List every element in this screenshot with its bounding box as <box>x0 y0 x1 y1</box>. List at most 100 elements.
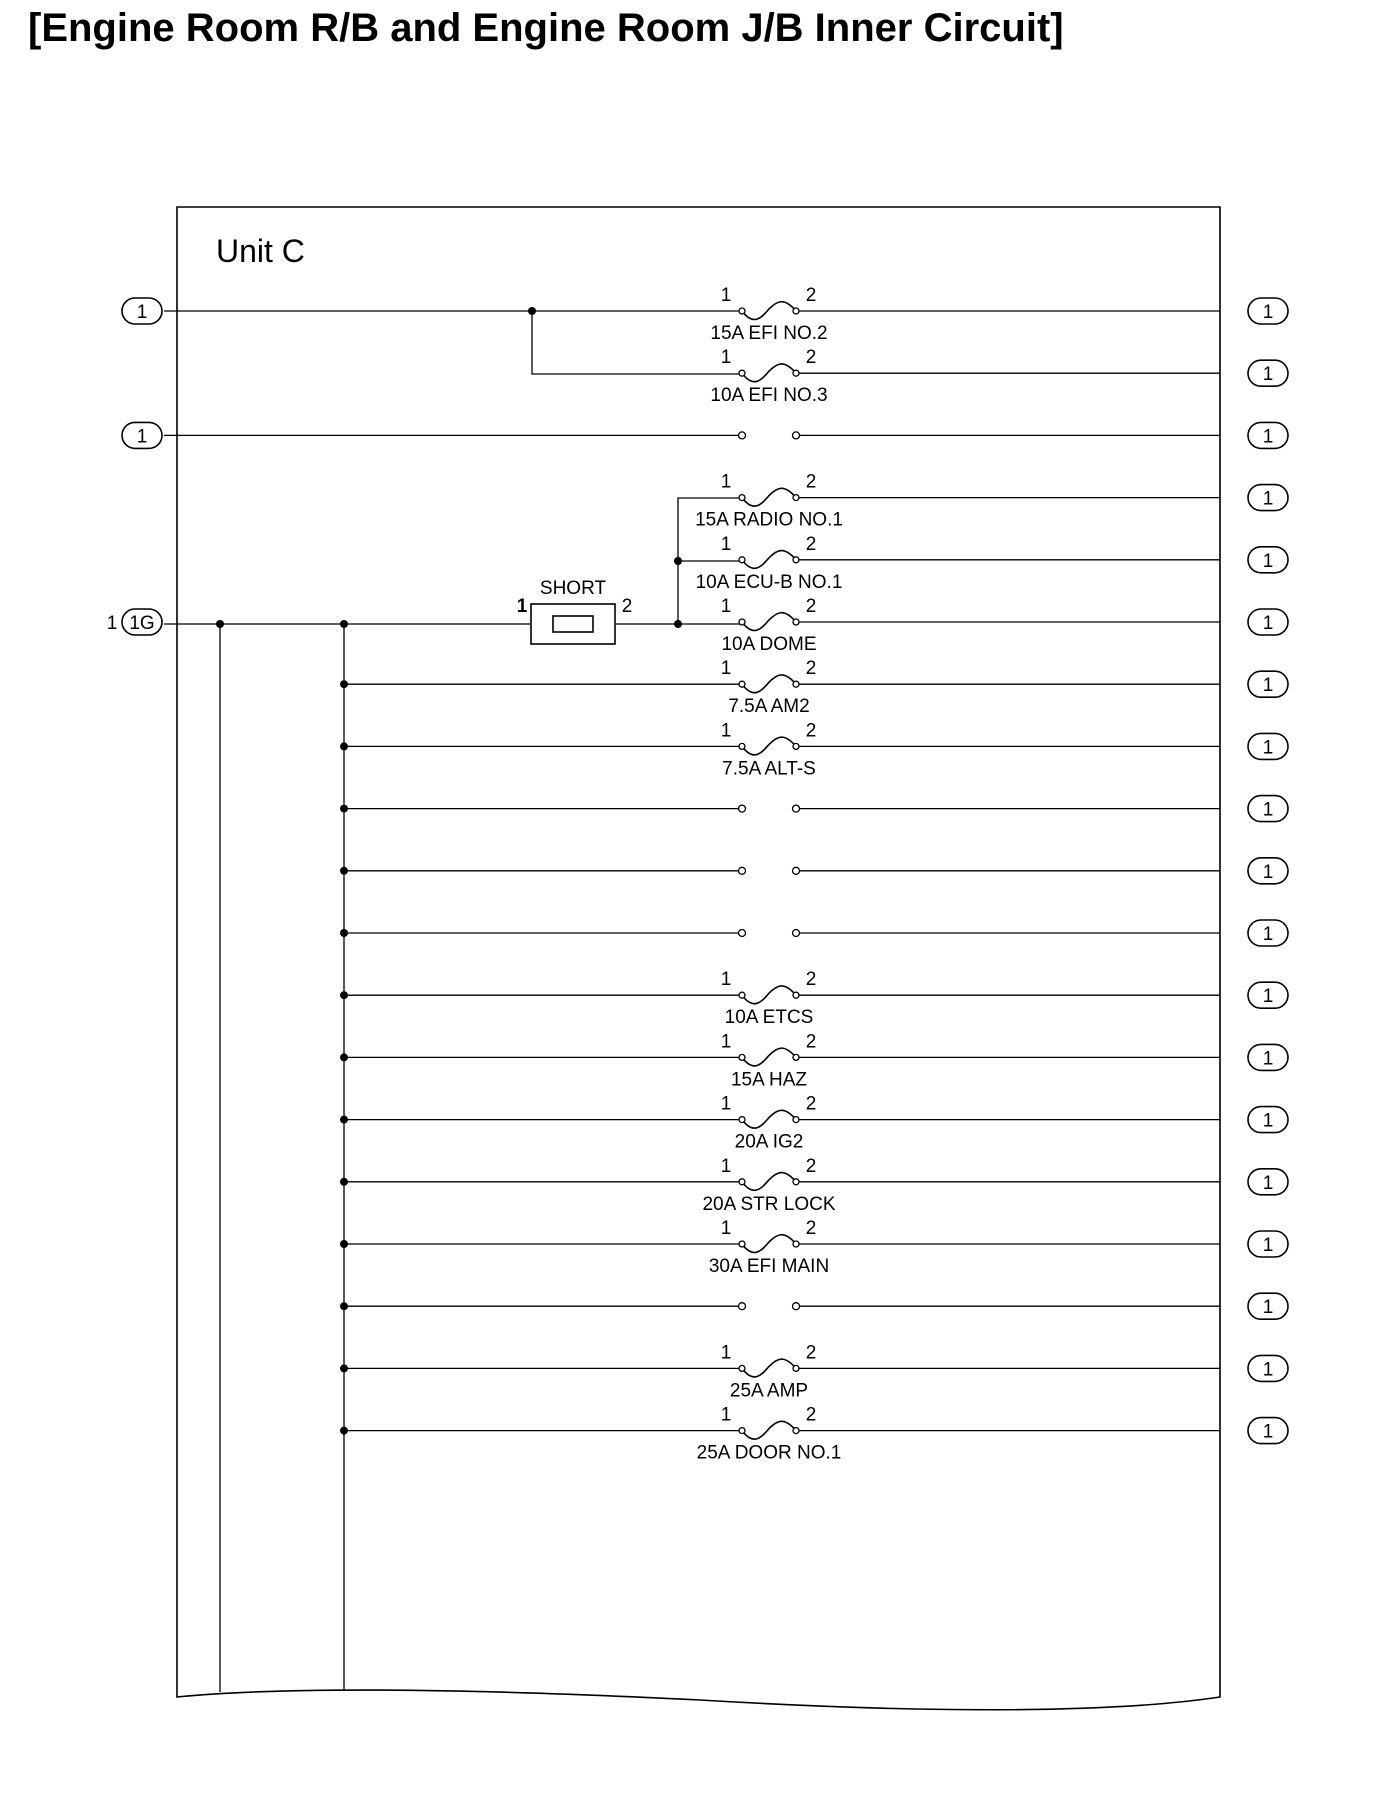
open-terminal-1 <box>737 804 747 813</box>
fuse-pin-1: 1 <box>721 347 732 368</box>
circuit-row: 1 <box>340 794 1289 823</box>
fuse-pin-1: 1 <box>721 1031 732 1052</box>
open-terminal-2 <box>791 928 801 938</box>
fuse-pin-1: 1 <box>721 1405 732 1426</box>
fuse-pin-2: 2 <box>806 1156 817 1177</box>
fuse-pin-1: 1 <box>721 534 732 555</box>
bus-junction-right <box>340 620 348 628</box>
fuse-terminal-2 <box>792 556 800 564</box>
fuse-pin-2: 2 <box>806 596 817 617</box>
fuse-element <box>741 549 797 570</box>
right-connector-label: 1 <box>1263 924 1274 945</box>
right-connector-label: 1 <box>1263 364 1274 385</box>
right-connector-label: 1 <box>1263 489 1274 510</box>
bus-tap-junction <box>340 1240 348 1248</box>
open-terminal-2 <box>791 804 801 813</box>
right-connector-outline <box>1247 545 1289 574</box>
fuse-pin-2: 2 <box>806 1031 817 1052</box>
fuse-pin-2: 2 <box>806 658 817 679</box>
left-connector-label: 1G <box>129 613 154 634</box>
fuse-terminal-2 <box>792 1364 800 1373</box>
fuse-terminal-1 <box>738 1178 746 1186</box>
fuse-terminal-1 <box>738 680 746 688</box>
right-connector-label: 1 <box>1263 1048 1274 1069</box>
unit-box <box>176 206 1221 1711</box>
right-connector-outline <box>1247 1230 1289 1258</box>
fuse-element <box>741 300 797 321</box>
fuse-terminal-2 <box>792 1240 800 1248</box>
bus-tap-junction <box>340 1426 348 1435</box>
fuse-pin-1: 1 <box>721 969 732 990</box>
unit-label: Unit C <box>216 233 305 269</box>
fuse-element <box>741 736 797 756</box>
fuse-terminal-2 <box>792 680 800 688</box>
fuse-pin-2: 2 <box>806 472 817 493</box>
right-connector-label: 1 <box>1263 302 1274 323</box>
open-terminal-2 <box>791 1302 801 1311</box>
right-connector-label: 1 <box>1263 800 1274 821</box>
fuse-label: 20A STR LOCK <box>702 1194 835 1215</box>
bus-tap-junction <box>340 742 348 751</box>
fuse-pin-2: 2 <box>806 1218 817 1239</box>
circuit-row: 1 <box>340 1292 1289 1320</box>
fuse-pin-1: 1 <box>721 1218 732 1239</box>
short-pin-body <box>530 603 616 645</box>
right-connector-outline <box>1247 856 1289 885</box>
bus-tap-junction <box>340 866 348 875</box>
right-connector-outline <box>1247 732 1289 761</box>
right-connector-outline <box>1247 421 1289 450</box>
right-connector-label: 1 <box>1263 737 1274 758</box>
fuse-terminal-1 <box>738 493 746 502</box>
fuse-terminal-1 <box>738 1364 746 1373</box>
fuse-pin-1: 1 <box>721 596 732 617</box>
right-connector-outline <box>1247 359 1289 388</box>
bus-tap-junction <box>340 1364 348 1373</box>
right-connector-label: 1 <box>1263 1359 1274 1380</box>
right-connector-label: 1 <box>1263 1297 1274 1318</box>
fuse-terminal-1 <box>738 556 746 564</box>
fuse-pin-1: 1 <box>721 472 732 493</box>
fuse-label: 15A HAZ <box>731 1069 807 1090</box>
circuit-row: 1 2 15A HAZ 1 <box>340 1031 1289 1090</box>
open-terminal-1 <box>737 431 747 440</box>
fuse-element <box>741 611 797 632</box>
fuse-element <box>741 985 797 1005</box>
fuse-terminal-2 <box>792 1115 800 1124</box>
fuse-label: 10A ETCS <box>725 1007 814 1028</box>
left-connector-outline <box>121 297 163 325</box>
bus-tap-junction <box>340 991 348 1000</box>
right-connector-outline <box>1247 297 1289 325</box>
fuse-label: 30A EFI MAIN <box>709 1256 829 1277</box>
right-connector-outline <box>1247 1354 1289 1383</box>
fuse-terminal-1 <box>738 742 746 751</box>
short-pin-element <box>552 615 594 633</box>
right-connector-outline <box>1247 670 1289 699</box>
fuse-pin-2: 2 <box>806 285 817 306</box>
right-connector-label: 1 <box>1263 1173 1274 1194</box>
circuit-row: 1 <box>340 856 1289 885</box>
fuse-terminal-2 <box>792 991 800 999</box>
circuit-row: 1 <box>340 919 1289 947</box>
fuse-terminal-2 <box>792 493 800 502</box>
fuse-pin-2: 2 <box>806 720 817 741</box>
right-connector-outline <box>1247 1292 1289 1320</box>
right-connector-label: 1 <box>1263 862 1274 883</box>
bus-tap-junction <box>340 680 348 689</box>
right-connector-label: 1 <box>1263 613 1274 634</box>
fuse-pin-2: 2 <box>806 1405 817 1426</box>
fuse-element <box>741 1420 797 1440</box>
right-connector-label: 1 <box>1263 675 1274 696</box>
left-connector-outline <box>121 608 163 636</box>
fuse-label: 25A DOOR NO.1 <box>697 1443 842 1464</box>
right-connector-outline <box>1247 794 1289 823</box>
fuse-pin-1: 1 <box>721 1094 732 1115</box>
